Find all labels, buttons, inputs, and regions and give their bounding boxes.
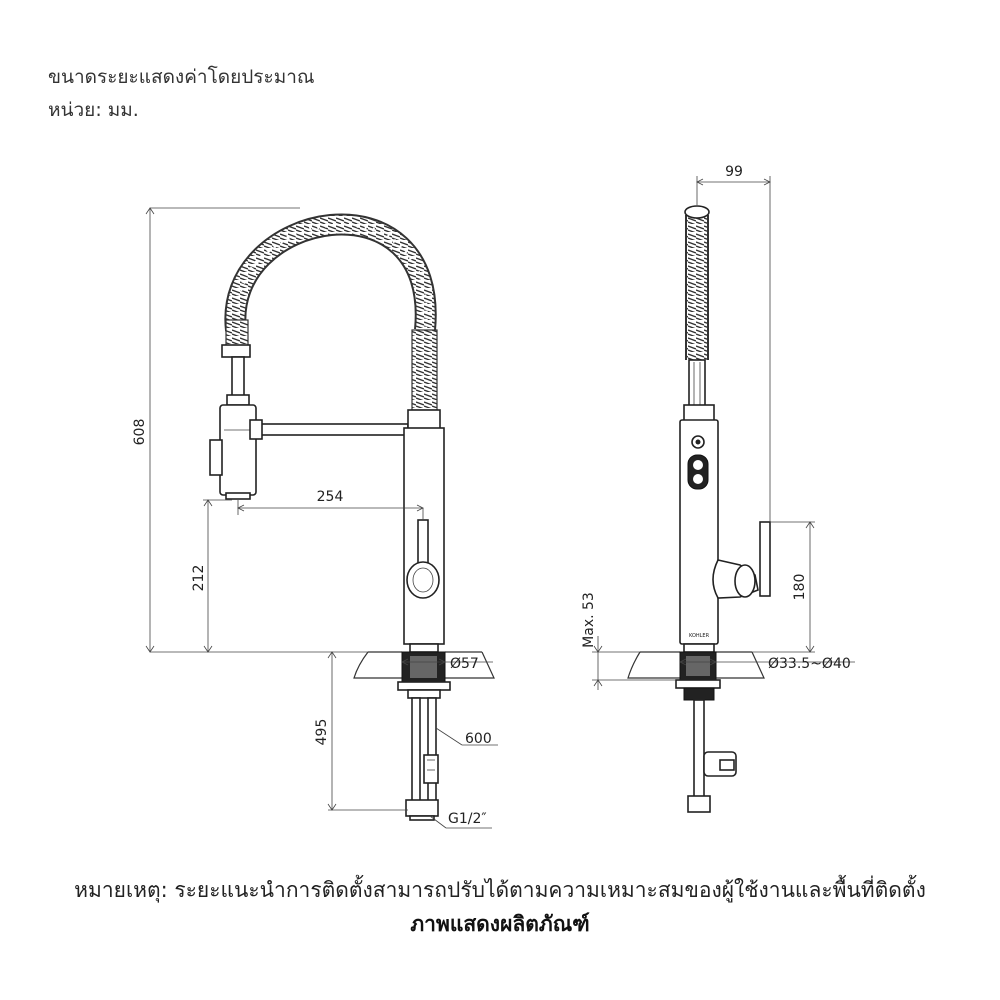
spring-coil-side — [684, 205, 710, 409]
dim-label-608: 608 — [132, 419, 148, 446]
dim-label-254: 254 — [317, 489, 344, 505]
spring-coil-front — [221, 213, 438, 411]
front-view: 608 254 212 495 — [132, 207, 498, 829]
mount-front — [397, 651, 451, 821]
dim-label-495: 495 — [314, 719, 330, 746]
dim-total-height: 608 — [132, 207, 300, 653]
side-view: KOHLER 99 — [581, 164, 855, 813]
dim-label-600: 600 — [465, 731, 492, 747]
faucet-body-side: KOHLER — [679, 404, 771, 653]
dim-hole-range: Ø33.5~Ø40 — [679, 656, 855, 672]
faucet-body-front — [403, 409, 445, 653]
dim-label-max53: Max. 53 — [581, 592, 597, 648]
spray-head-front — [209, 356, 257, 500]
footer-caption: ภาพแสดงผลิตภัณฑ์ — [410, 912, 590, 936]
dim-connector: G1/2″ — [429, 811, 492, 829]
dim-spout-reach: 254 — [237, 489, 424, 520]
dim-label-212: 212 — [191, 565, 207, 592]
dim-label-o57: Ø57 — [450, 656, 479, 672]
dim-spout-height: 212 — [191, 499, 232, 653]
dim-hole-diameter: Ø57 — [401, 656, 493, 672]
dim-label-hole-range: Ø33.5~Ø40 — [768, 656, 851, 672]
spout-arm-front — [249, 419, 409, 440]
header-unit-note: หน่วย: มม. — [48, 99, 139, 121]
dim-max-thickness: Max. 53 — [581, 592, 676, 690]
brand-mark: KOHLER — [689, 633, 710, 639]
dim-label-180: 180 — [792, 574, 808, 601]
footer-note: หมายเหตุ: ระยะแนะนำการติดตั้งสามารถปรับไ… — [74, 878, 926, 902]
dim-depth: 99 — [696, 164, 771, 522]
dim-label-g12: G1/2″ — [448, 811, 487, 827]
dim-hose-length: 600 — [435, 727, 498, 747]
dim-label-99: 99 — [725, 164, 743, 180]
counter-side — [627, 651, 765, 679]
dim-handle-height: 180 — [752, 521, 815, 653]
dim-below-counter: 495 — [314, 651, 408, 811]
mount-side — [675, 651, 737, 813]
header-approx-note: ขนาดระยะแสดงค่าโดยประมาณ — [48, 66, 315, 88]
